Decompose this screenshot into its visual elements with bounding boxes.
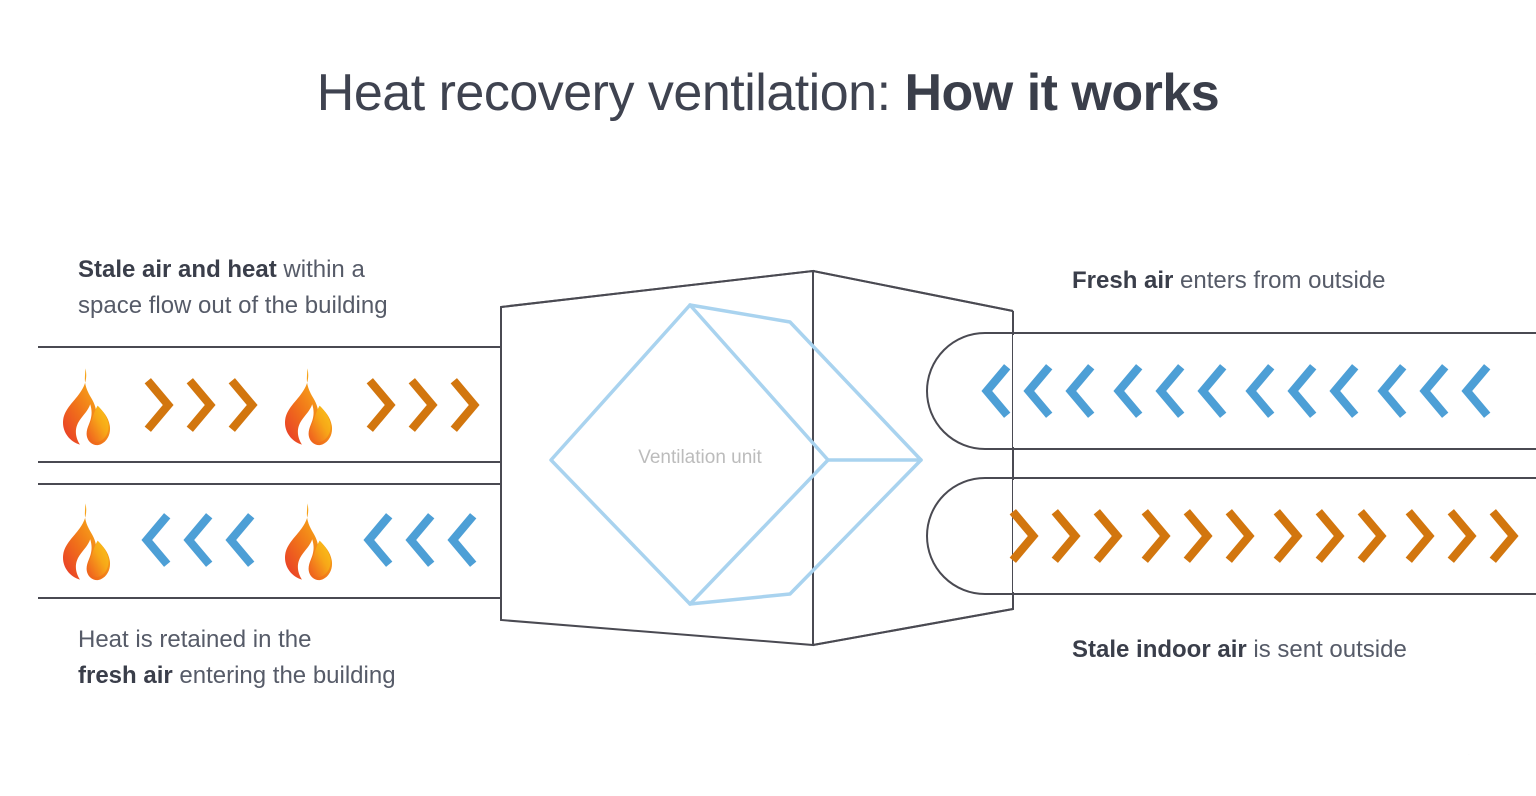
caption-bottom-left-rest: entering the building — [172, 662, 396, 689]
caption-top-left-rest: within a space flow out of the building — [78, 256, 388, 319]
caption-bottom-right-rest: is sent outside — [1246, 636, 1407, 663]
page-title: Heat recovery ventilation: How it works — [0, 62, 1536, 124]
caption-top-right: Fresh air enters from outside — [1072, 263, 1512, 299]
caption-bottom-right: Stale indoor air is sent outside — [1072, 632, 1512, 668]
caption-bottom-left: Heat is retained in the fresh air enteri… — [78, 622, 498, 694]
page-title-light: Heat recovery ventilation: — [316, 64, 905, 122]
ventilation-unit-label: Ventilation unit — [638, 447, 762, 468]
caption-top-left: Stale air and heat within a space flow o… — [78, 252, 498, 324]
caption-top-right-rest: enters from outside — [1173, 267, 1386, 294]
caption-bottom-right-bold: Stale indoor air — [1072, 636, 1247, 663]
caption-top-right-bold: Fresh air — [1072, 267, 1174, 294]
caption-bottom-left-bold: fresh air — [78, 662, 173, 689]
page-title-bold: How it works — [904, 64, 1220, 122]
caption-top-left-bold: Stale air and heat — [78, 256, 277, 283]
caption-bottom-left-lead: Heat is retained in the — [78, 626, 312, 653]
